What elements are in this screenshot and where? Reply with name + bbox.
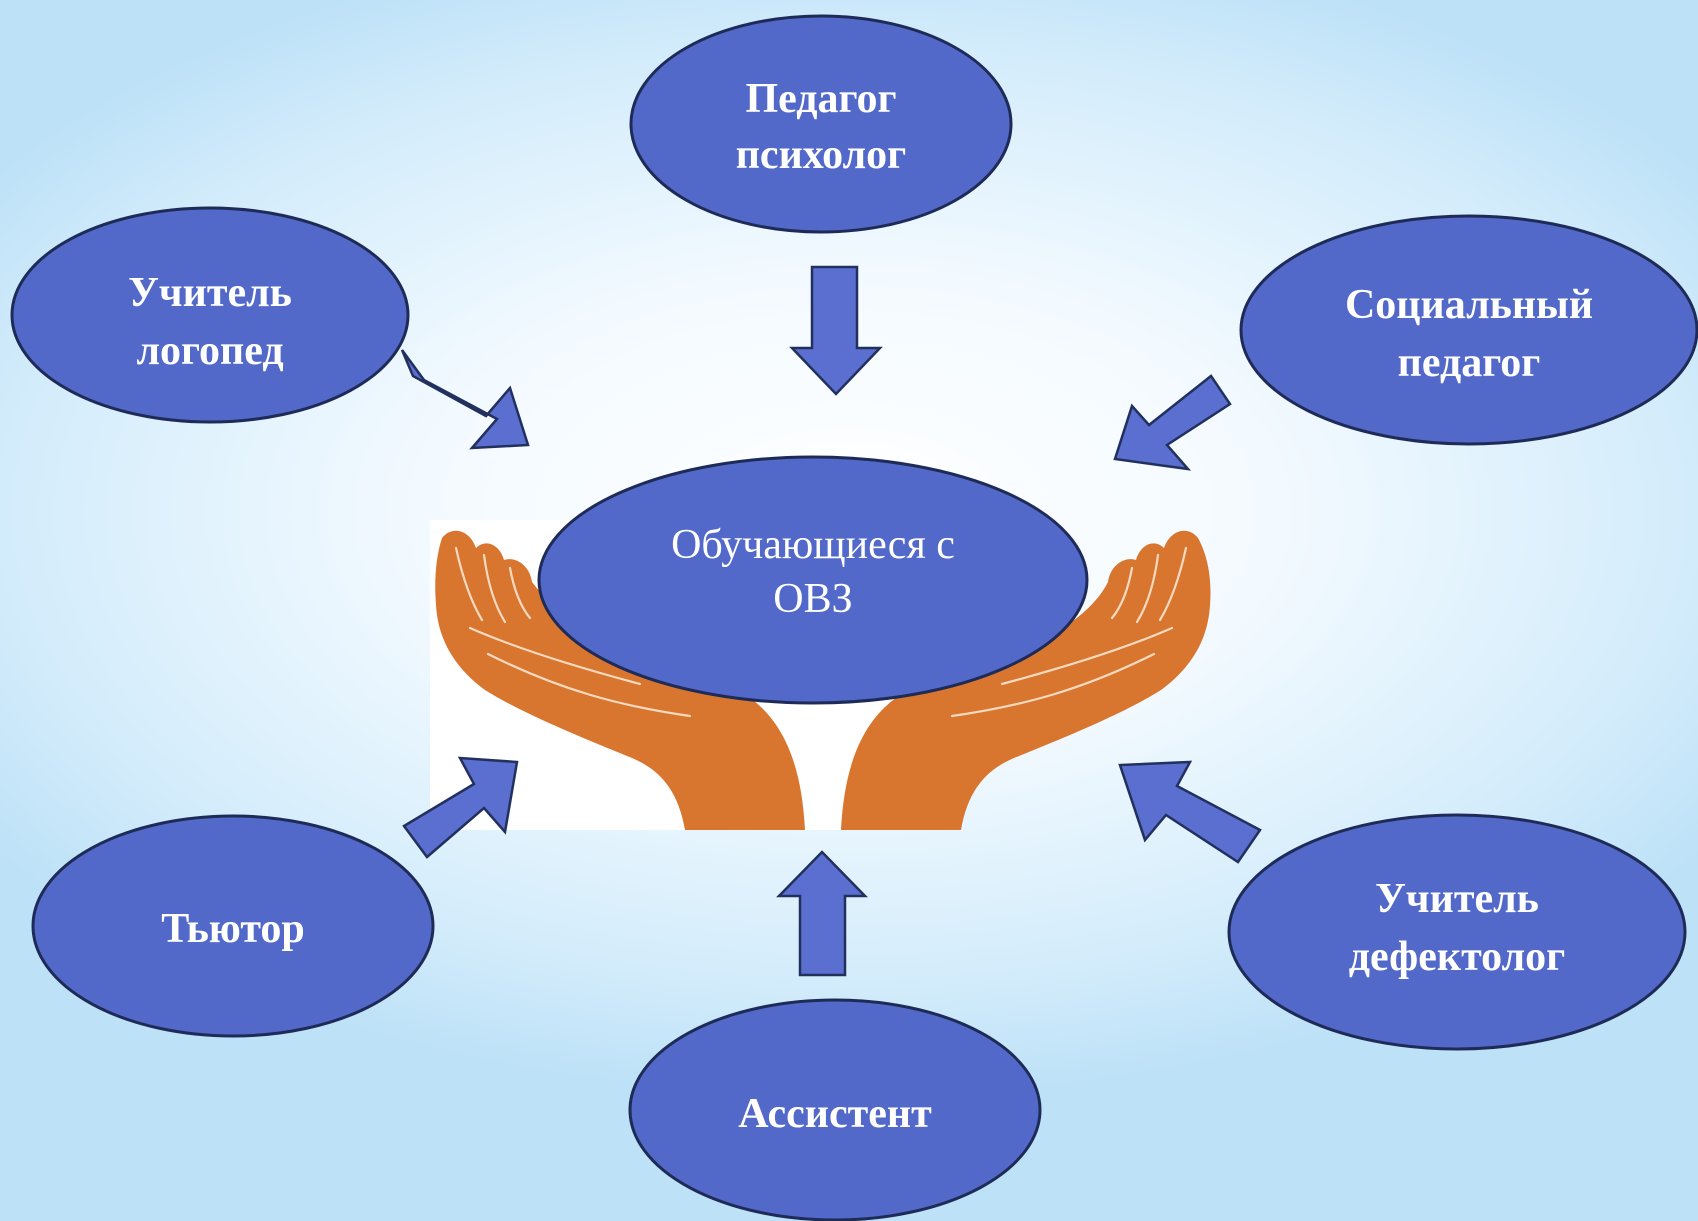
node-uchitel-logoped-shape xyxy=(10,206,410,424)
node-assistent: Ассистент xyxy=(628,998,1042,1221)
right-hand-icon xyxy=(841,530,1211,830)
arrow-from-uchitel-defektolog xyxy=(1118,760,1262,864)
node-socialny-pedagog-line-1: Социальный xyxy=(1345,282,1593,328)
node-pedagog-psiholog-line-2: психолог xyxy=(736,132,907,178)
arrows xyxy=(400,265,1262,977)
node-uchitel-logoped-line-1: Учитель xyxy=(128,270,292,316)
node-uchitel-defektolog-shape xyxy=(1227,813,1687,1051)
node-pedagog-psiholog-line-1: Педагог xyxy=(745,76,896,122)
center-node-line-1: Обучающиеся с xyxy=(671,522,955,568)
node-tyutor-line-1: Тьютор xyxy=(161,906,305,952)
node-uchitel-defektolog-line-1: Учитель xyxy=(1375,876,1539,922)
node-socialny-pedagog-shape xyxy=(1239,214,1698,446)
right-hand-fingers xyxy=(950,546,1188,718)
left-hand-icon xyxy=(435,530,805,830)
left-hand-fingers xyxy=(454,546,692,718)
center-node-shape xyxy=(537,455,1089,705)
node-uchitel-defektolog: Учитель дефектолог xyxy=(1227,813,1687,1051)
node-assistent-line-1: Ассистент xyxy=(738,1091,932,1137)
center-node: Обучающиеся с ОВЗ xyxy=(537,455,1089,705)
node-socialny-pedagog-line-2: педагог xyxy=(1398,340,1541,386)
node-uchitel-logoped-line-2: логопед xyxy=(136,328,283,374)
arrow-from-tyutor xyxy=(402,756,519,859)
node-tyutor: Тьютор xyxy=(31,814,435,1038)
arrow-from-uchitel-logoped xyxy=(400,349,530,450)
node-assistent-shape xyxy=(628,998,1042,1221)
arrow-from-assistent xyxy=(776,850,868,977)
node-tyutor-shape xyxy=(31,814,435,1038)
node-uchitel-logoped: Учитель логопед xyxy=(10,206,410,424)
node-socialny-pedagog: Социальный педагог xyxy=(1239,214,1698,446)
node-pedagog-psiholog: Педагог психолог xyxy=(629,14,1013,234)
arrow-from-socialny-pedagog xyxy=(1113,374,1232,471)
node-uchitel-defektolog-line-2: дефектолог xyxy=(1349,934,1565,980)
node-pedagog-psiholog-shape xyxy=(629,14,1013,234)
center-node-line-2: ОВЗ xyxy=(773,576,852,622)
arrow-from-pedagog-psiholog xyxy=(789,265,883,396)
